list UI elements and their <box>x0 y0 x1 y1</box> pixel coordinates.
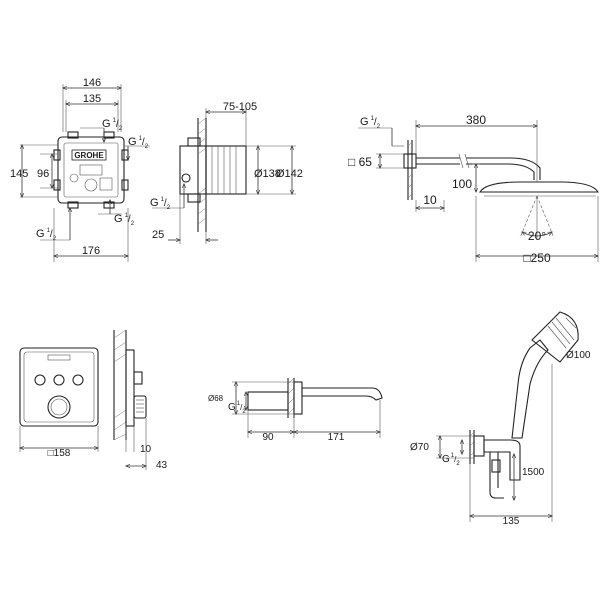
angle-20: 20° <box>528 229 546 243</box>
dim-250: □250 <box>523 251 551 265</box>
dim-380: 380 <box>466 113 486 127</box>
wall-flange <box>403 153 417 169</box>
lug-right-bottom <box>121 179 129 191</box>
side-lug-bottom <box>187 193 201 203</box>
dim-75-105: 75-105 <box>223 101 257 113</box>
dim-146: 146 <box>83 77 101 89</box>
temperature-knob <box>47 395 71 419</box>
dim-100: 100 <box>452 177 472 191</box>
port-block <box>99 177 113 191</box>
hand-shower-head <box>531 311 579 363</box>
lug-left-top <box>53 149 61 161</box>
break-marks <box>458 153 470 169</box>
body-cylinder <box>205 145 247 195</box>
logo-plate <box>71 149 107 161</box>
dim-10: 10 <box>423 193 437 207</box>
thread-label-hand: G1/2 <box>442 453 460 467</box>
dim-176: 176 <box>82 245 100 257</box>
side-lug-top <box>187 137 201 147</box>
dim-d142: Ø142 <box>276 168 303 180</box>
button-2 <box>53 374 65 386</box>
thread-label-spout: G1/2 <box>228 401 246 415</box>
spout-body <box>247 391 289 411</box>
button-side <box>133 371 143 385</box>
side-port <box>181 173 191 183</box>
lug-right-top <box>121 149 129 161</box>
hand-shower-view: Ø100 Ø70 G1/2 1500 135 <box>410 311 591 527</box>
rough-in-box-inner <box>63 142 119 198</box>
button-1 <box>34 374 46 386</box>
dim-135: 135 <box>83 93 101 105</box>
dim-145: 145 <box>10 168 28 180</box>
dim-hand-135: 135 <box>503 516 520 527</box>
dim-spout-68: Ø68 <box>208 394 224 403</box>
button-3 <box>72 374 84 386</box>
shower-head <box>479 181 599 193</box>
knob-side <box>133 395 147 419</box>
dim-trim-158: □158 <box>48 448 71 459</box>
dim-spout-171: 171 <box>328 432 345 443</box>
spout-rosette <box>293 381 303 415</box>
plate-edge <box>125 349 135 427</box>
valve-circle <box>84 178 98 192</box>
wall-outlet <box>473 435 485 457</box>
spout-outlet <box>301 387 383 401</box>
trim-plate <box>19 347 99 427</box>
dim-trim-43: 43 <box>156 460 168 471</box>
dim-d138: Ø138 <box>254 168 281 180</box>
spout-view: Ø68 G1/2 90 171 <box>208 377 383 443</box>
trim-logo <box>47 354 71 361</box>
holder-bracket <box>483 439 521 481</box>
label-block <box>79 164 103 176</box>
grohe-logo: GROHE <box>74 151 104 160</box>
dim-flange-65: □ 65 <box>348 155 372 169</box>
rough-in-box-outline <box>57 136 125 204</box>
shower-arm-lower <box>416 163 535 180</box>
trim-plate-front: □158 <box>19 347 99 459</box>
lug-top-left <box>67 131 79 139</box>
dim-hand-100: Ø100 <box>566 350 591 361</box>
hand-shower-handle <box>511 339 549 439</box>
port-circle <box>69 173 79 183</box>
dim-hand-70: Ø70 <box>410 442 429 453</box>
hose-nut <box>491 459 501 473</box>
lug-bottom-left <box>67 201 79 209</box>
trim-plate-side: 10 43 <box>113 329 168 471</box>
hose <box>489 452 504 499</box>
shower-arm-upper <box>416 157 541 180</box>
dim-25: 25 <box>152 229 164 241</box>
dim-96: 96 <box>37 168 49 180</box>
dim-spout-90: 90 <box>262 432 274 443</box>
lug-left-bottom <box>53 179 61 191</box>
dim-hose-1500: 1500 <box>522 467 545 478</box>
